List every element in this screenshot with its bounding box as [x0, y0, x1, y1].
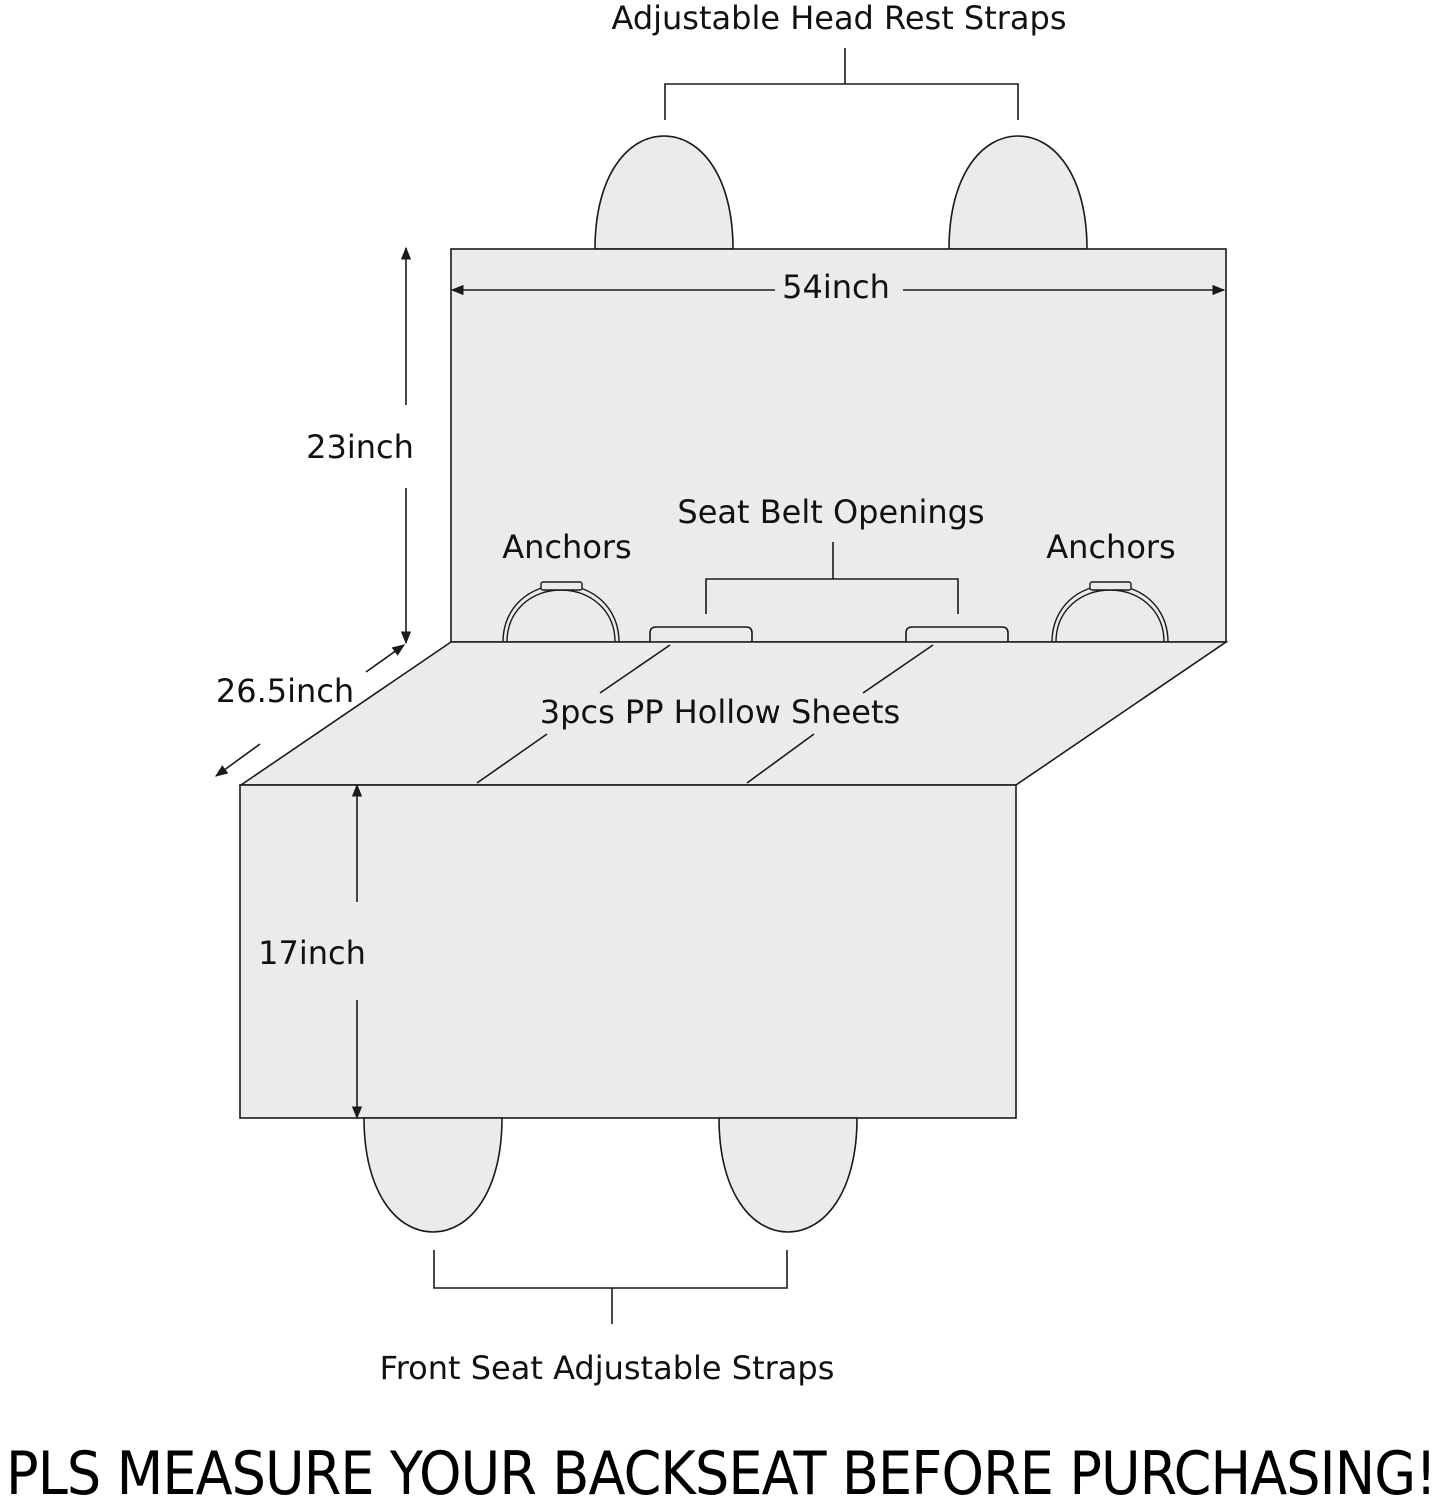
- hollow-sheets-label: 3pcs PP Hollow Sheets: [540, 693, 900, 731]
- anchors-left-label: Anchors: [502, 528, 631, 566]
- depth-arrow-top: [365, 644, 406, 673]
- hollow-sheet-line-1b: [476, 733, 548, 784]
- width-label: 54inch: [782, 268, 890, 306]
- backrest-panel: [450, 248, 1227, 643]
- seat-belt-opening-right: [905, 626, 1009, 643]
- front-straps-label: Front Seat Adjustable Straps: [380, 1349, 835, 1387]
- seat-belt-openings-label: Seat Belt Openings: [677, 493, 984, 531]
- front-strap-left: [363, 1117, 503, 1233]
- anchor-left-icon: [502, 581, 620, 643]
- hollow-sheet-line-1a: [599, 644, 671, 694]
- hollow-sheet-line-2b: [746, 733, 815, 784]
- headrest-straps-label: Adjustable Head Rest Straps: [611, 0, 1066, 37]
- depth-label: 26.5inch: [216, 672, 354, 710]
- front-panel: [239, 784, 1017, 1119]
- depth-arrow-bottom: [214, 743, 261, 777]
- headrest-bracket: [664, 48, 1019, 120]
- front-height-label: 17inch: [258, 934, 366, 972]
- seat-belt-bracket: [705, 542, 959, 614]
- front-strap-right: [718, 1117, 858, 1233]
- notice-banner: PLS MEASURE YOUR BACKSEAT BEFORE PURCHAS…: [6, 1439, 1436, 1500]
- headrest-strap-right: [948, 135, 1088, 250]
- headrest-strap-left: [594, 135, 734, 250]
- anchors-right-label: Anchors: [1046, 528, 1175, 566]
- back-height-label: 23inch: [306, 428, 414, 466]
- anchor-right-icon: [1051, 581, 1169, 643]
- seat-belt-opening-left: [649, 626, 753, 643]
- hollow-sheet-line-2a: [862, 644, 934, 694]
- front-strap-bracket: [433, 1250, 788, 1324]
